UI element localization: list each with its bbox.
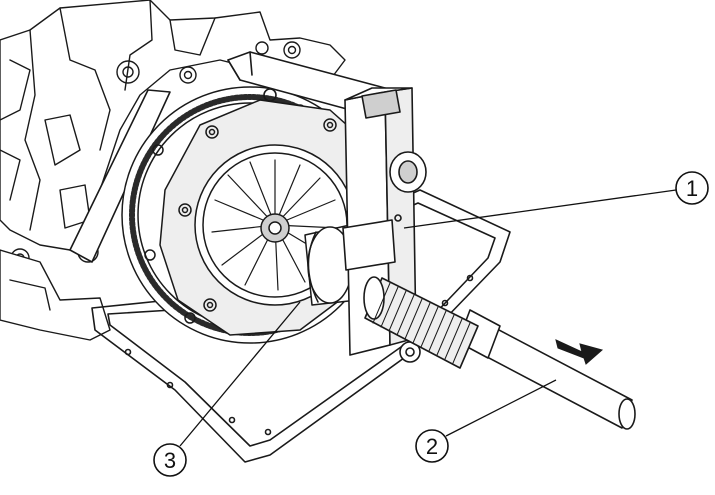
callout-1: 1 bbox=[675, 171, 709, 205]
leader-line-1 bbox=[403, 189, 677, 229]
callout-1-label: 1 bbox=[686, 176, 698, 201]
arrow-right-icon bbox=[555, 339, 604, 365]
centering-adapter bbox=[304, 224, 359, 306]
leader-lines bbox=[179, 189, 677, 447]
callout-3-label: 3 bbox=[164, 448, 176, 473]
callout-2-label: 2 bbox=[426, 434, 438, 459]
leader-line-2 bbox=[445, 379, 557, 437]
leader-line-3 bbox=[179, 301, 301, 447]
knurl-hatching bbox=[372, 282, 471, 364]
callout-2: 2 bbox=[415, 429, 449, 463]
slide-hammer-rod bbox=[363, 276, 636, 430]
callout-3: 3 bbox=[153, 443, 187, 477]
